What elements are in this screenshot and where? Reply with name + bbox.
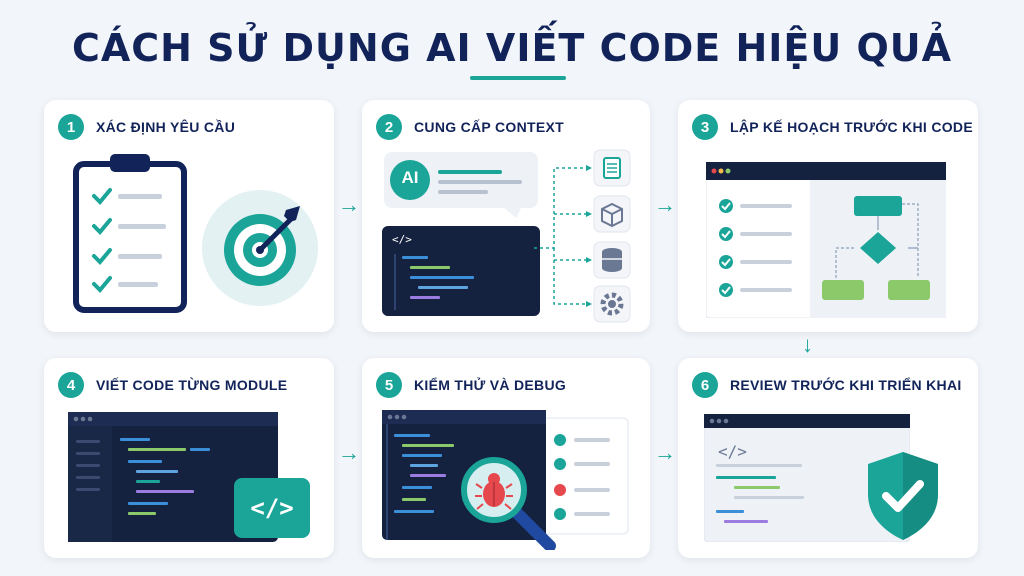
arrow-right-icon: → [338, 440, 360, 465]
page-title: CÁCH SỬ DỤNG AI VIẾT CODE HIỆU QUẢ [71, 26, 953, 70]
step-card-1: 1 XÁC ĐỊNH YÊU CẦU [44, 100, 334, 332]
step-label: KIỂM THỬ VÀ DEBUG [414, 377, 567, 393]
step-number: 6 [692, 372, 718, 398]
plan-flowchart-window [706, 162, 946, 318]
clipboard-checklist-icon [73, 154, 187, 313]
target-icon [202, 190, 318, 306]
code-editor: </> [382, 226, 540, 316]
review-window [704, 414, 910, 542]
ai-chat-bubble [384, 152, 538, 218]
step-number: 3 [692, 114, 718, 140]
shield-check-icon [868, 452, 938, 540]
code-lines [394, 254, 474, 310]
arrow-down-icon: ↓ [802, 332, 813, 357]
step-card-2: 2 CUNG CẤP CONTEXT AI </> [362, 100, 650, 332]
step-label: REVIEW TRƯỚC KHI TRIỂN KHAI [730, 377, 962, 393]
debug-code-window [382, 410, 629, 550]
code-tag-icon: </> [234, 478, 310, 538]
step-card-6: 6 REVIEW TRƯỚC KHI TRIỂN KHAI </> [678, 358, 978, 558]
code-editor-window [68, 412, 278, 542]
arrow-right-icon: → [654, 192, 676, 217]
arrow-right-icon: → [654, 440, 676, 465]
code-tag: </> [250, 494, 294, 522]
step-number: 1 [58, 114, 84, 140]
step-card-4: 4 VIẾT CODE TỪNG MODULE </> [44, 358, 334, 558]
arrow-right-icon: → [338, 192, 360, 217]
step-card-5: 5 KIỂM THỬ VÀ DEBUG [362, 358, 650, 558]
step-number: 2 [376, 114, 402, 140]
step-number: 5 [376, 372, 402, 398]
step-number: 4 [58, 372, 84, 398]
title-underline [470, 76, 566, 80]
step-label: VIẾT CODE TỪNG MODULE [96, 377, 288, 393]
step-label: LẬP KẾ HOẠCH TRƯỚC KHI CODE [730, 119, 973, 135]
step-card-3: 3 LẬP KẾ HOẠCH TRƯỚC KHI CODE [678, 100, 978, 332]
step-label: CUNG CẤP CONTEXT [414, 119, 564, 135]
ai-badge: AI [401, 168, 419, 187]
step-label: XÁC ĐỊNH YÊU CẦU [96, 119, 236, 135]
context-connectors [534, 149, 631, 323]
code-tag: </> [392, 233, 412, 246]
code-tag: </> [718, 442, 747, 461]
